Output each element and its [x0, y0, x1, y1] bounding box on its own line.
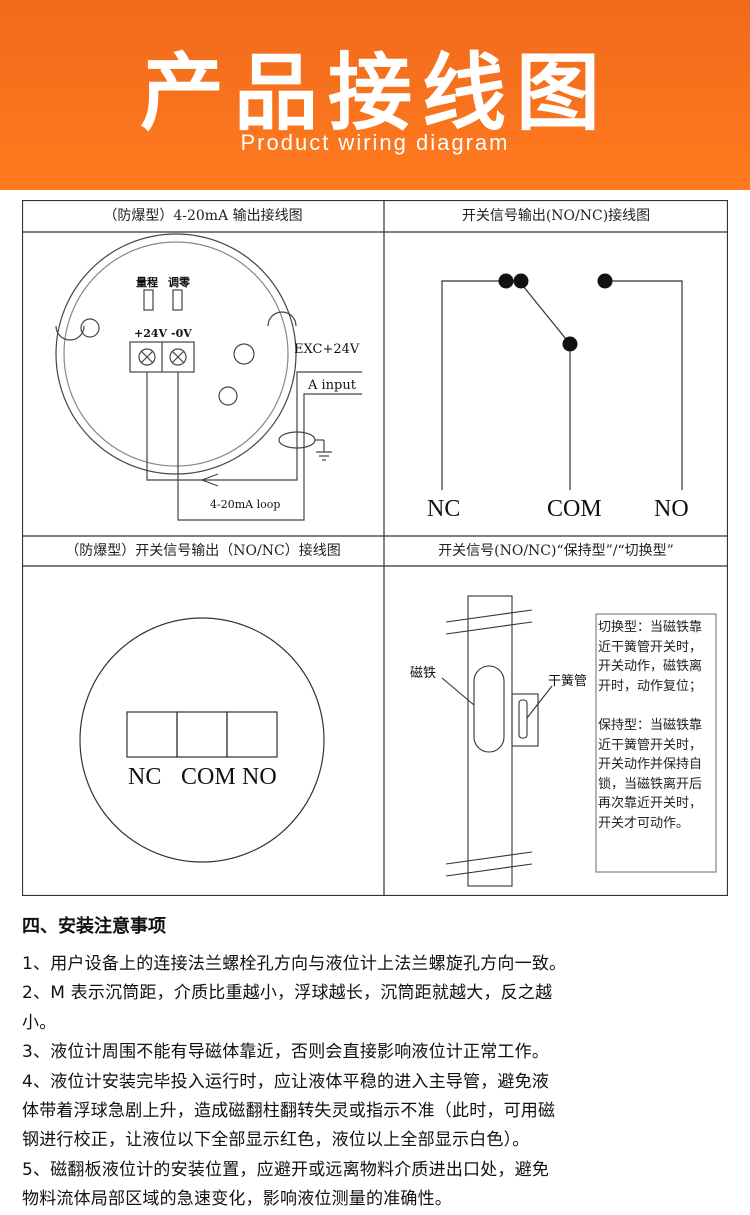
magnet-shape [473, 665, 505, 753]
note-line: 开关动作，磁铁离 [598, 659, 703, 675]
reed-housing [511, 693, 539, 747]
panel2-com-label: COM [547, 496, 602, 522]
mount-ear-left [55, 325, 85, 341]
note-line: 开关动作并保持自 [598, 757, 703, 773]
terminal-nc [126, 711, 178, 758]
panel2-no-label: NO [654, 496, 689, 522]
exc-wire [146, 371, 362, 481]
zero-label: 调零 [168, 276, 190, 289]
note-line: 近干簧管开关时， [598, 737, 703, 753]
mount-hole-1 [80, 318, 100, 338]
panel3-com-label: COM [181, 764, 236, 790]
panel1-title: （防爆型）4-20mA 输出接线图 [103, 208, 303, 224]
terminal-screw-plus [138, 348, 156, 366]
note-item: 5、磁翻板液位计的安装位置，应避开或远离物料介质进出口处，避免 [22, 1159, 550, 1180]
banner-title: 产品接线图 [139, 44, 610, 142]
panel1-drawing [55, 233, 362, 521]
exc-label: EXC+24V [294, 342, 360, 357]
reed-switch [518, 699, 528, 739]
note-item: 体带着浮球急剧上升，造成磁翻柱翻转失灵或指示不准（此时，可用磁 [22, 1101, 556, 1122]
note-frame [595, 613, 717, 873]
note-item: 4、液位计安装完毕投入运行时，应让液体平稳的进入主导管，避免液 [22, 1071, 550, 1092]
magnet-label: 磁铁 [410, 666, 437, 681]
mount-hole-3 [218, 386, 238, 406]
panel4-drawing [441, 595, 717, 887]
switch-blade [518, 280, 571, 345]
reed-leader [526, 685, 553, 719]
note-line: 锁，当磁铁离开后 [598, 776, 703, 792]
terminal-com [176, 711, 228, 758]
input-wire [177, 372, 362, 521]
panel2-title: 开关信号输出(NO/NC)接线图 [461, 208, 651, 224]
panel2-contacts [498, 273, 613, 352]
note-item: 2、M 表示沉筒距，介质比重越小，浮球越长，沉筒距就越大，反之越 [22, 983, 553, 1004]
loop-label: 4-20mA loop [210, 498, 281, 511]
note-line: 再次靠近开关时， [598, 796, 703, 812]
transmitter-outline [55, 233, 297, 475]
terminal-no [226, 711, 278, 758]
terminal-screw-minus [169, 348, 187, 366]
panel4-title: 开关信号(NO/NC)“保持型”/“切换型” [438, 543, 674, 559]
note-item: 物料流体局部区域的急速变化，影响液位测量的准确性。 [22, 1189, 452, 1210]
note-line: 开时，动作复位； [598, 678, 703, 694]
grid-frame [22, 200, 728, 896]
note-item: 1、用户设备上的连接法兰螺栓孔方向与液位计上法兰螺旋孔方向一致。 [22, 954, 567, 974]
wiring-diagram-drawing [22, 200, 728, 896]
wiring-diagram-grid: （防爆型）4-20mA 输出接线图 开关信号输出(NO/NC)接线图 （防爆型）… [22, 200, 728, 896]
panel2-drawing [441, 280, 683, 490]
reed-label: 干簧管 [548, 674, 588, 689]
plus24v-label: +24V [134, 327, 168, 340]
mount-ear-right [267, 311, 297, 327]
note-item: 钢进行校正，让液位以下全部显示红色，液位以上全部显示白色）。 [22, 1130, 530, 1151]
panel3-title: （防爆型）开关信号输出（NO/NC）接线图 [65, 543, 341, 559]
header-banner: 产品接线图 Product wiring diagram [0, 0, 750, 190]
note-line: 保持型：当磁铁靠 [598, 717, 703, 733]
note-line [598, 696, 716, 716]
panel3-drawing [79, 617, 325, 863]
transmitter-inner-ring [63, 241, 289, 467]
range-pot [143, 289, 154, 311]
note-item: 小。 [22, 1012, 57, 1033]
nc-wire [441, 280, 506, 490]
notes-title: 四、安装注意事项 [22, 916, 166, 937]
installation-notes: 四、安装注意事项 1、用户设备上的连接法兰螺栓孔方向与液位计上法兰螺旋孔方向一致… [22, 906, 732, 1215]
zero-pot [172, 289, 183, 311]
input-label: A input [308, 378, 356, 393]
mount-hole-2 [233, 343, 255, 365]
housing-circle [79, 617, 325, 863]
range-label: 量程 [136, 276, 158, 289]
magnet-leader [441, 677, 475, 706]
panel3-no-label: NO [242, 764, 277, 790]
note-line: 切换型：当磁铁靠 [598, 620, 703, 635]
banner-subtitle: Product wiring diagram [240, 130, 510, 155]
panel3-nc-label: NC [128, 764, 162, 790]
no-wire [602, 280, 683, 490]
switch-mode-note: 切换型：当磁铁靠 近干簧管开关时， 开关动作，磁铁离 开时，动作复位； 保持型：… [598, 618, 716, 870]
note-line: 近干簧管开关时， [598, 639, 703, 655]
minus0v-label: -0V [171, 327, 192, 340]
panel2-nc-label: NC [427, 496, 461, 522]
note-item: 3、液位计周围不能有导磁体靠近，否则会直接影响液位计正常工作。 [22, 1042, 550, 1063]
note-line: 开关才可动作。 [598, 815, 690, 831]
